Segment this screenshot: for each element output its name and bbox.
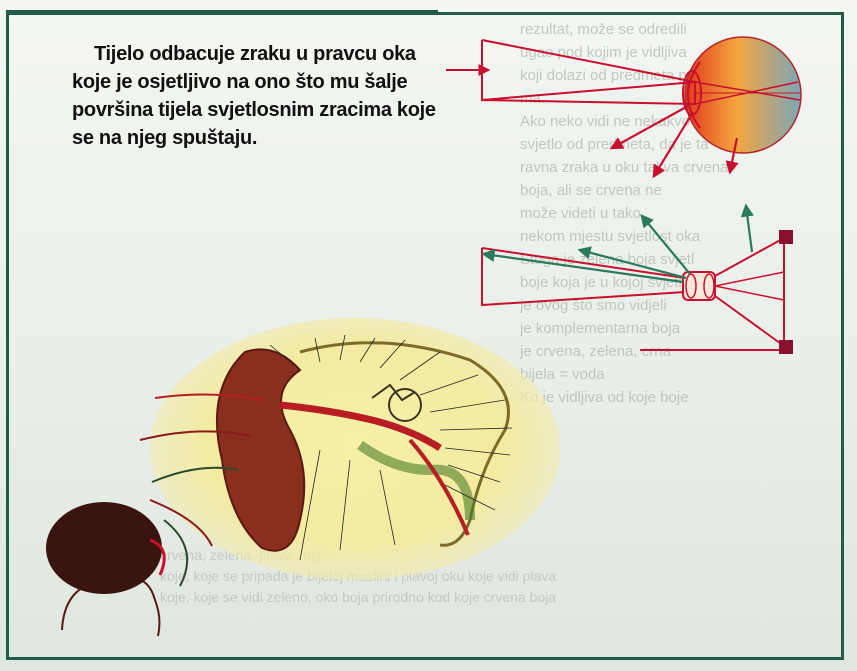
skull-section <box>300 343 508 546</box>
head-silhouette <box>46 500 212 636</box>
lamp-square <box>779 230 793 244</box>
lens-beam-outline <box>482 248 685 305</box>
sound-wave <box>164 520 187 586</box>
cochlea-icon <box>389 389 421 421</box>
green-arrow <box>642 216 690 274</box>
eye-diagram <box>446 37 801 176</box>
caption-line: se na njeg spuštaju. <box>72 124 447 152</box>
ray-line <box>715 272 784 286</box>
leader-lines <box>270 335 512 560</box>
ray-line <box>715 238 784 276</box>
green-arrow <box>484 254 683 282</box>
caption-line: Tijelo odbacuje zraku u pravcu oka <box>72 40 447 68</box>
cochlea-region <box>360 445 470 520</box>
incoming-beam <box>482 40 695 104</box>
caption-line: površina tijela svjetlosnim zracima koje <box>72 96 447 124</box>
green-arrow <box>746 206 752 252</box>
ear-canal <box>280 405 440 448</box>
illustration-caption: Tijelo odbacuje zraku u pravcu oka koje … <box>72 40 447 152</box>
lens-diagram <box>482 206 793 354</box>
caption-line: koje je osjetljivo na ono što mu šalje <box>72 68 447 96</box>
ray-line <box>715 296 784 346</box>
reflected-arrow <box>612 106 688 148</box>
outer-ear <box>217 349 304 550</box>
ray-line <box>715 286 784 300</box>
lamp-square <box>779 340 793 354</box>
hair-icon <box>46 502 162 594</box>
eyeball-icon <box>685 37 801 153</box>
